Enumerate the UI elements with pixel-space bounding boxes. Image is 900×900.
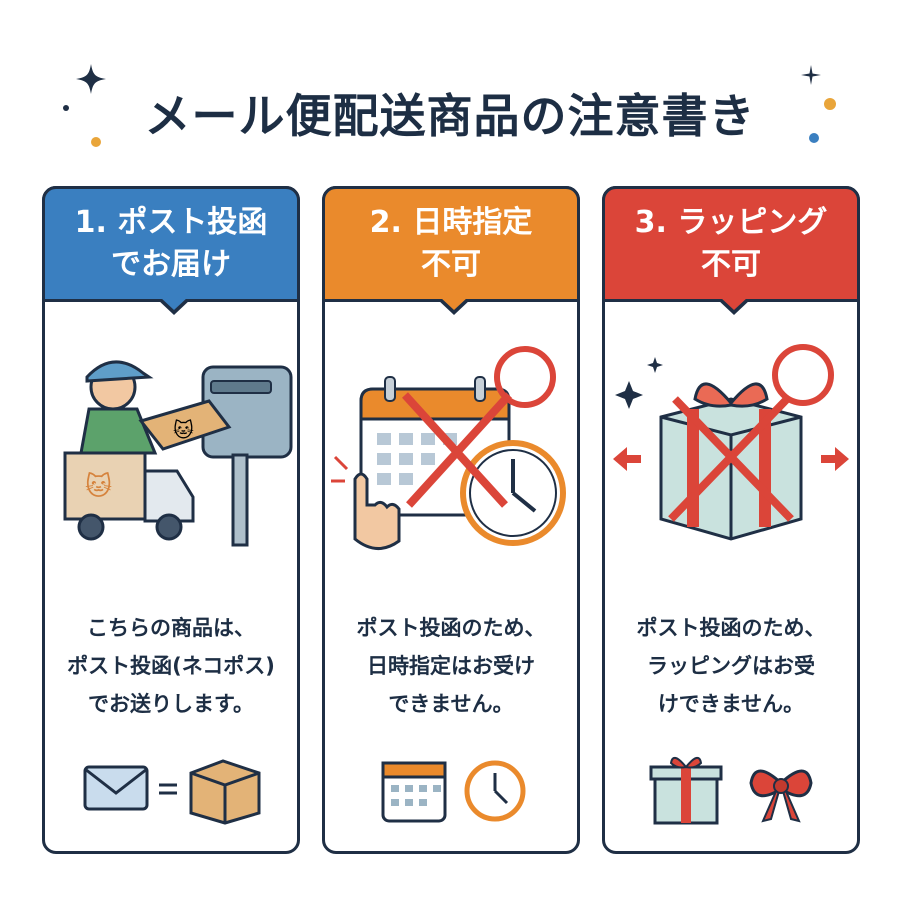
- header-pointer-fill: [160, 297, 188, 310]
- svg-text:🐱: 🐱: [85, 472, 112, 502]
- page-title: メール便配送商品の注意書き: [144, 89, 756, 143]
- dot-icon: [91, 137, 101, 147]
- dot-icon: [809, 133, 819, 143]
- clock-icon: [464, 760, 526, 822]
- description-line: ポスト投函のため、: [356, 616, 546, 640]
- description-line: ラッピングはお受: [647, 654, 815, 678]
- card-post-delivery: 1. ポスト投函 でお届け 🐱 🐱 こちらの商品は、 ポスト投: [42, 186, 300, 854]
- card-description: ポスト投函のため、 日時指定はお受け できません。: [325, 609, 577, 723]
- card-heading-line: 3. ラッピング: [634, 205, 828, 240]
- card-header: 2. 日時指定 不可: [322, 186, 580, 302]
- ribbon-bow-icon: [749, 769, 813, 823]
- sparkle-icon: [801, 65, 821, 85]
- sparkle-icon: [76, 64, 106, 94]
- description-line: けできません。: [657, 692, 805, 716]
- header-pointer-fill: [440, 297, 468, 310]
- calendar-clock-icons: [381, 760, 526, 823]
- card-description: ポスト投函のため、 ラッピングはお受 けできません。: [605, 609, 857, 723]
- card-list: 1. ポスト投函 でお届け 🐱 🐱 こちらの商品は、 ポスト投: [42, 186, 860, 856]
- svg-text:🐱: 🐱: [173, 418, 194, 442]
- card-no-wrapping: 3. ラッピング 不可 ポスト投函のため、 ラッピングはお受 けできません。: [602, 186, 860, 854]
- card-heading-line: でお届け: [111, 247, 231, 282]
- envelope-icon: [83, 765, 149, 811]
- cardboard-box-icon: [189, 759, 261, 825]
- header-pointer-fill: [720, 297, 748, 310]
- description-line: ポスト投函(ネコポス): [67, 654, 275, 678]
- card-header: 1. ポスト投函 でお届け: [42, 186, 300, 302]
- calendar-icon: [381, 761, 447, 823]
- card-heading-line: 1. ポスト投函: [74, 205, 268, 240]
- envelope-to-box-icons: [83, 759, 261, 825]
- card-header: 3. ラッピング 不可: [602, 186, 860, 302]
- title-area: メール便配送商品の注意書き: [0, 62, 900, 152]
- arrow-icon: [159, 783, 177, 795]
- card-heading-line: 不可: [701, 247, 761, 282]
- gift-ribbon-icons: [649, 756, 813, 825]
- description-line: ポスト投函のため、: [636, 616, 826, 640]
- dot-icon: [63, 105, 69, 111]
- dot-icon: [824, 98, 836, 110]
- description-line: こちらの商品は、: [87, 616, 255, 640]
- card-no-date-time: 2. 日時指定 不可: [322, 186, 580, 854]
- card-heading-line: 不可: [421, 247, 481, 282]
- gift-box-prohibited-icon: [613, 344, 849, 541]
- description-line: できません。: [388, 692, 514, 716]
- calendar-clock-prohibited-icon: [331, 346, 566, 550]
- gift-box-icon: [649, 756, 723, 825]
- card-heading-line: 2. 日時指定: [369, 205, 533, 240]
- card-description: こちらの商品は、 ポスト投函(ネコポス) でお送りします。: [45, 609, 297, 723]
- description-line: でお送りします。: [88, 692, 254, 716]
- description-line: 日時指定はお受け: [367, 654, 535, 678]
- postman-mailbox-truck-icon: 🐱 🐱: [63, 360, 293, 547]
